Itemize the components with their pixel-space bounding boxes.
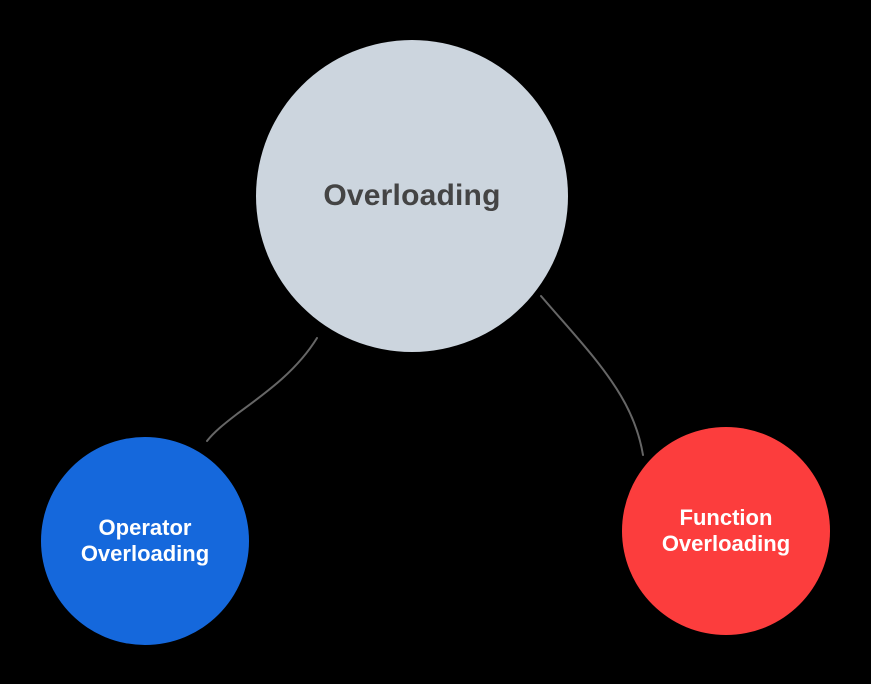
node-function-overloading[interactable]: Function Overloading xyxy=(622,427,830,635)
edge-root-operator xyxy=(206,337,318,442)
node-function-overloading-label: Function Overloading xyxy=(661,505,791,556)
node-overloading-label: Overloading xyxy=(323,179,501,213)
node-overloading[interactable]: Overloading xyxy=(256,40,568,352)
edge-root-function xyxy=(540,295,644,456)
node-operator-overloading[interactable]: Operator Overloading xyxy=(41,437,249,645)
node-operator-overloading-label: Operator Overloading xyxy=(80,515,210,566)
